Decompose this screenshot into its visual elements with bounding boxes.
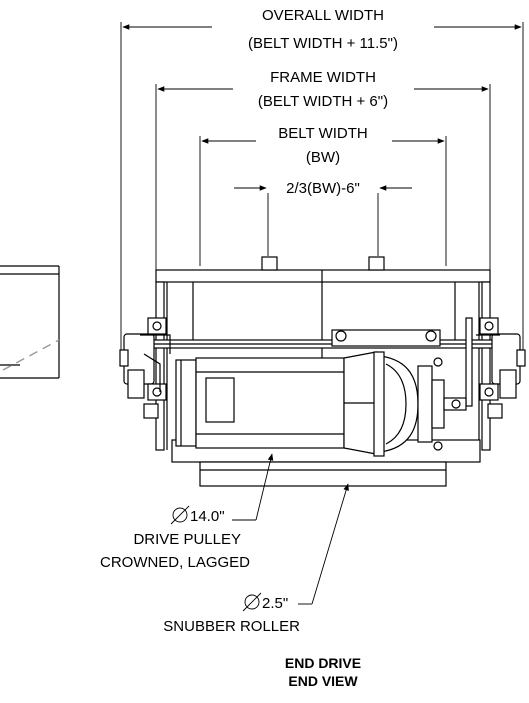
- belt-width-label: BELT WIDTH: [278, 125, 367, 142]
- overall-width-formula: (BELT WIDTH + 11.5"): [248, 35, 398, 52]
- view-subtitle: END VIEW: [288, 673, 358, 689]
- side-view-fragment: [0, 265, 60, 379]
- frame-width-formula: (BELT WIDTH + 6"): [258, 93, 388, 110]
- frame-width-label: FRAME WIDTH: [270, 69, 376, 86]
- snubber-roller-callout: 2.5" SNUBBER ROLLER: [163, 483, 349, 635]
- snubber-roller-label: SNUBBER ROLLER: [163, 618, 300, 635]
- belt-width-abbrev: (BW): [306, 149, 340, 166]
- drive-pulley-label: DRIVE PULLEY: [133, 531, 241, 548]
- drive-pulley-detail: CROWNED, LAGGED: [100, 554, 250, 571]
- left-bearing-assembly: [119, 317, 171, 419]
- spacing-dimension: 2/3(BW)-6": [234, 180, 412, 256]
- drive-pulley-callout: 14.0" DRIVE PULLEY CROWNED, LAGGED: [100, 453, 274, 571]
- spacing-label: 2/3(BW)-6": [286, 180, 360, 197]
- right-bearing-assembly: [465, 317, 526, 419]
- drive-pulley-size: 14.0": [190, 508, 225, 525]
- view-title: END DRIVE: [285, 655, 361, 671]
- belt-width-dimension: BELT WIDTH (BW): [199, 125, 447, 266]
- overall-width-dimension: OVERALL WIDTH (BELT WIDTH + 11.5"): [120, 7, 524, 362]
- conveyor-frame: [139, 256, 496, 487]
- frame-width-dimension: FRAME WIDTH (BELT WIDTH + 6"): [155, 69, 491, 282]
- drive-motor: [175, 351, 377, 455]
- snubber-roller-size: 2.5": [262, 595, 288, 612]
- overall-width-label: OVERALL WIDTH: [262, 7, 384, 24]
- gear-reducer: [331, 329, 467, 457]
